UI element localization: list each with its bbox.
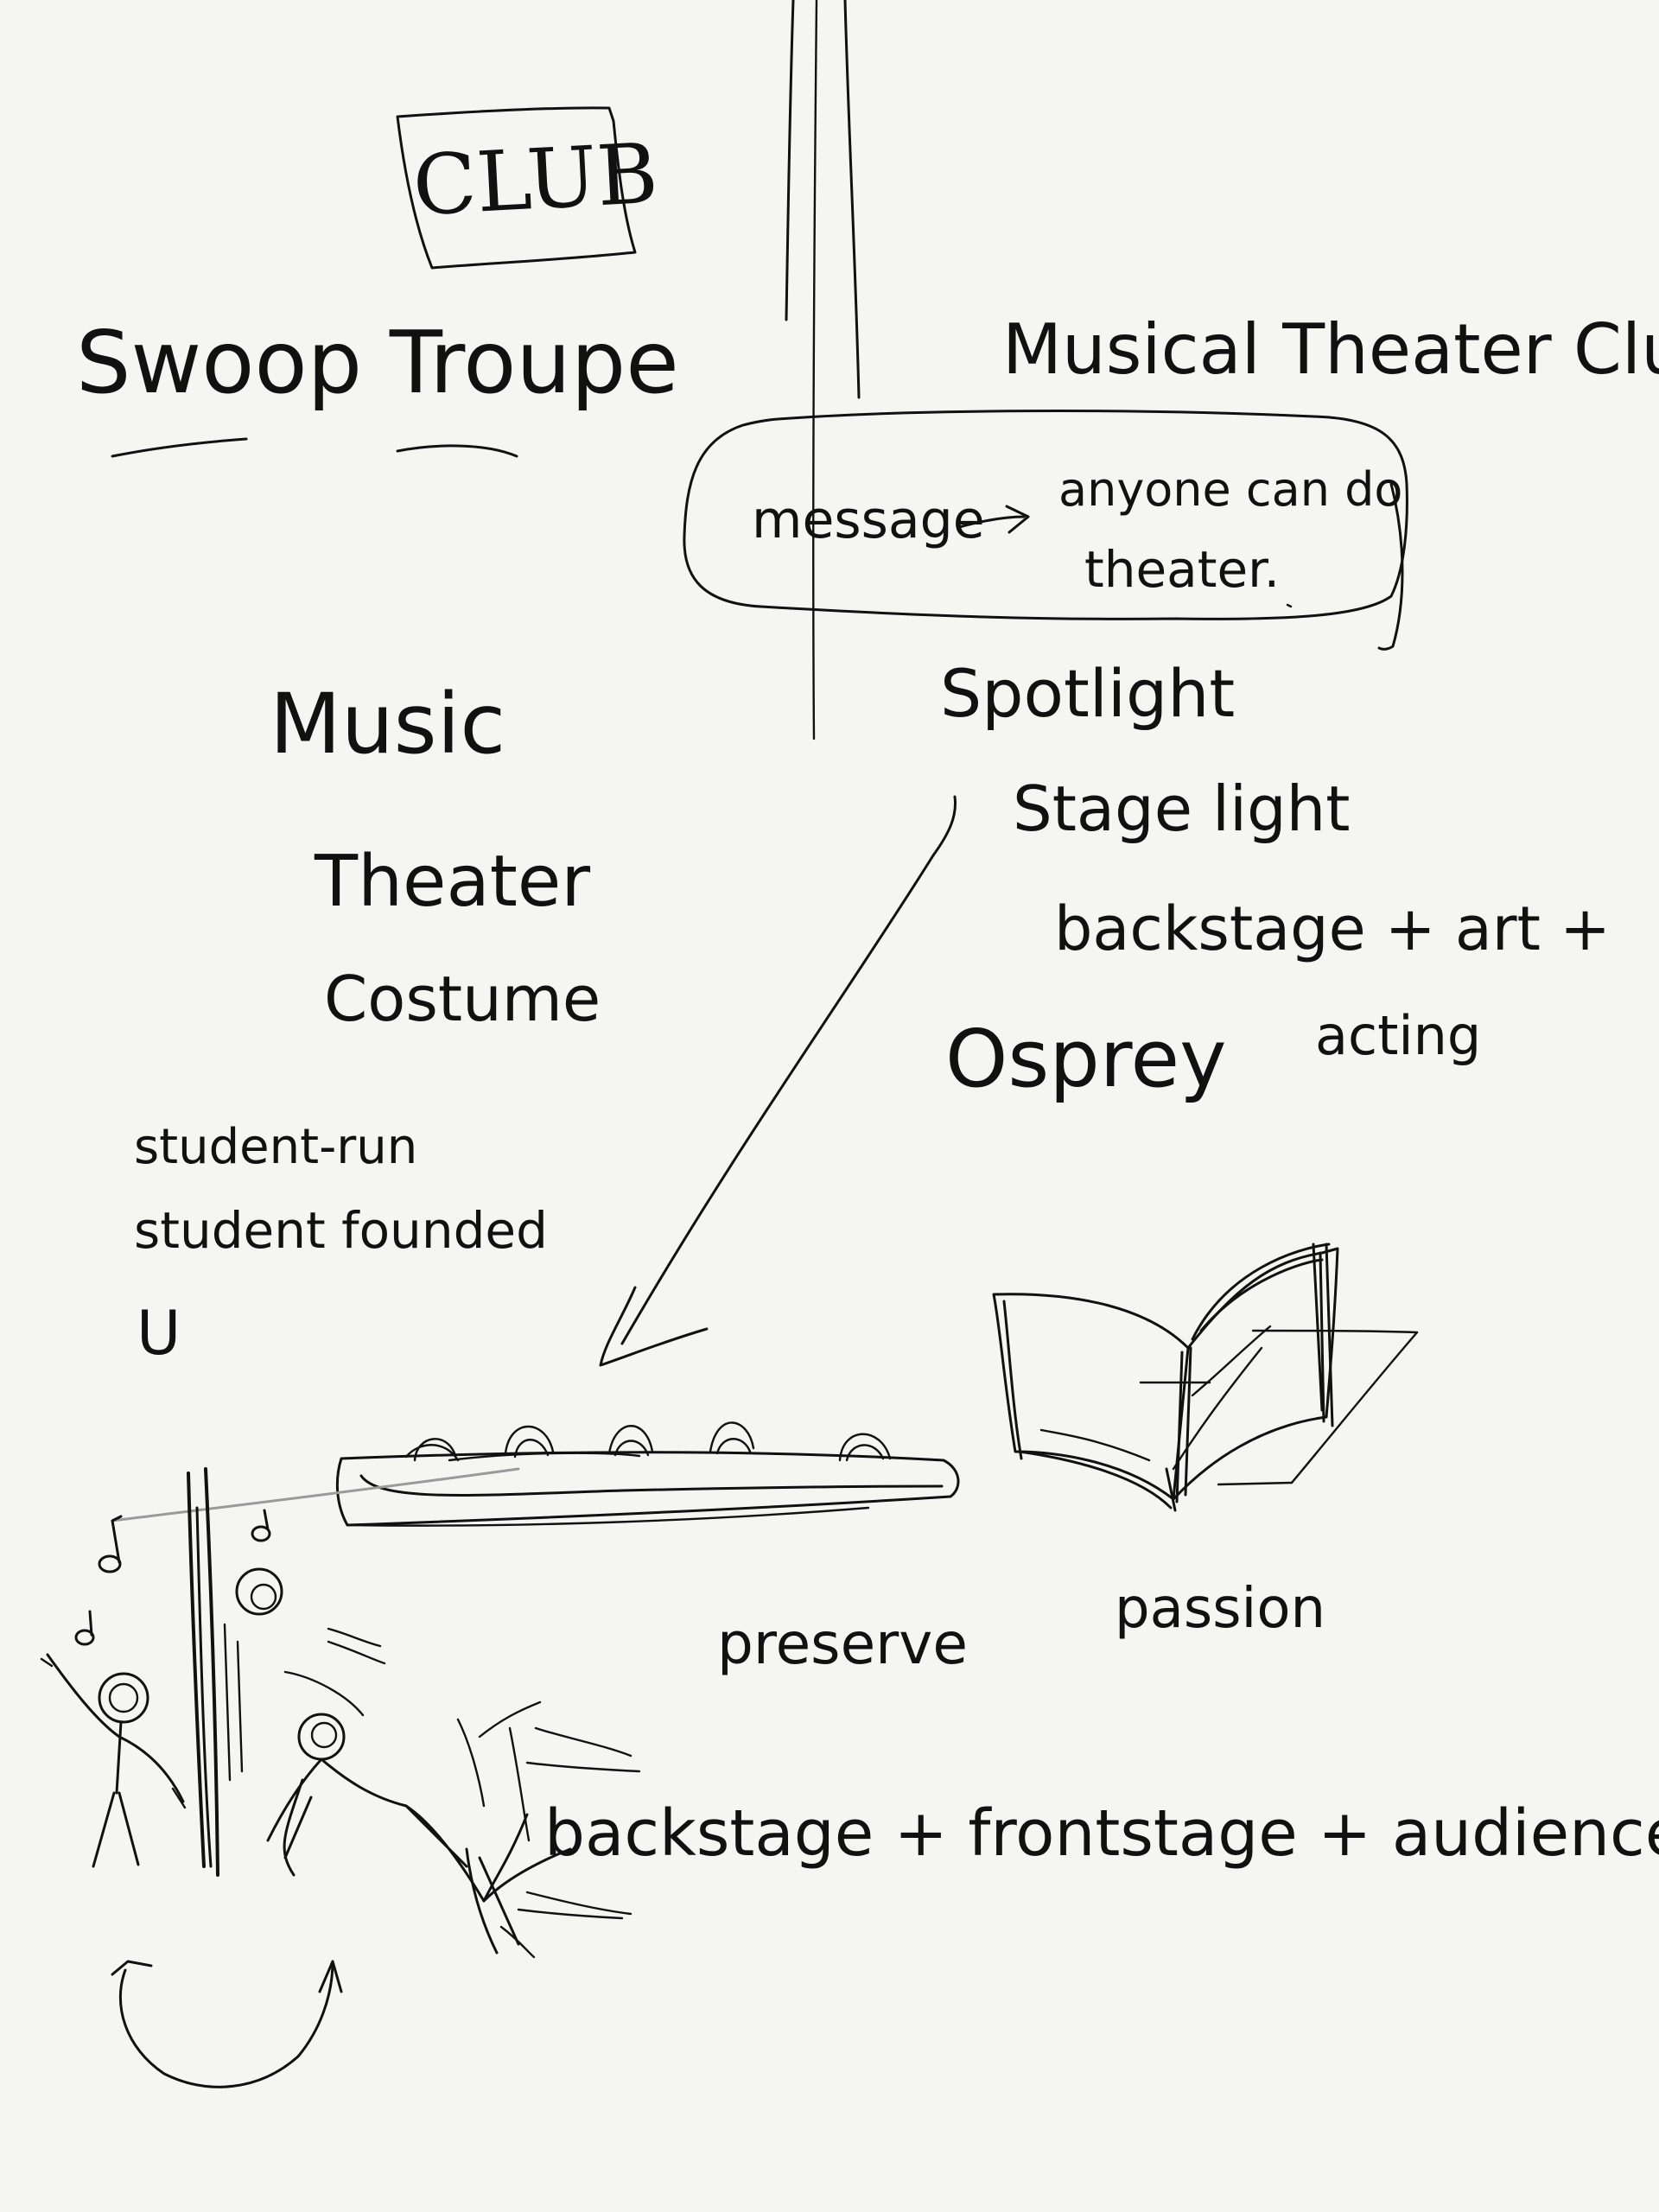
theater-line2-label: theater. <box>1084 540 1281 599</box>
preserve-label: preserve <box>717 1611 968 1677</box>
message-label: message <box>752 490 985 550</box>
message-arrow <box>957 505 1030 534</box>
club-box-label: CLUB <box>410 124 661 235</box>
acting-label: acting <box>1315 1004 1482 1067</box>
student-founded-label: student founded <box>134 1201 548 1260</box>
backstage-frontstage-audience-label: backstage + frontstage + audience <box>544 1796 1659 1871</box>
swoop-troupe-label: Swoop Troupe <box>76 312 679 413</box>
music-label: Music <box>270 676 506 772</box>
musical-theater-club-label: Musical Theater Club <box>1002 309 1659 390</box>
music-note-icon <box>74 1509 271 1646</box>
stage-light-label: Stage light <box>1013 772 1351 845</box>
osprey-label: Osprey <box>945 1013 1227 1105</box>
club-box-outline <box>396 106 637 270</box>
stage-with-seats-icon <box>335 1421 960 1527</box>
anyone-can-do-label: anyone can do <box>1058 462 1403 517</box>
passion-label: passion <box>1115 1577 1326 1641</box>
backstage-art-label: backstage + art + <box>1054 893 1611 964</box>
swoop-underline <box>111 437 248 458</box>
troupe-underline <box>396 444 518 458</box>
open-book-icon <box>992 1243 1419 1512</box>
vertical-divider-lines <box>785 0 861 741</box>
stick-figure-performers-icon <box>40 1467 641 2088</box>
theater-label: Theater <box>315 841 591 923</box>
u-mark-label: U <box>137 1298 181 1369</box>
spotlight-arrow <box>620 795 957 1345</box>
student-run-label: student-run <box>134 1119 418 1175</box>
rotation-arrow <box>118 1960 334 2088</box>
costume-label: Costume <box>324 963 601 1035</box>
message-box-outline <box>683 410 1408 620</box>
spotlight-label: Spotlight <box>940 655 1236 732</box>
faint-guide-line <box>111 1467 520 1522</box>
ink-dot <box>1286 603 1293 608</box>
